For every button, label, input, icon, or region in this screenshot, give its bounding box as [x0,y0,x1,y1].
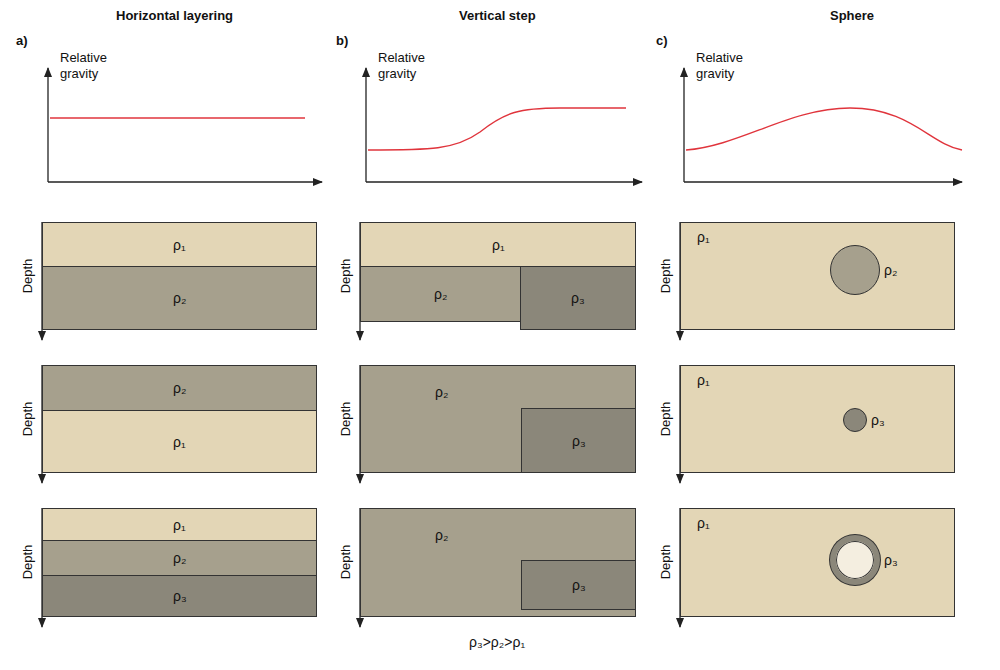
host-rock: ρ₁ ρ₃ [680,508,955,617]
density-label: ρ₃ [173,588,187,604]
panel-letter: c) [656,33,668,49]
density-label: ρ₁ [173,237,186,253]
column-title: Vertical step [459,8,536,24]
density-relation: ρ₃>ρ₂>ρ₁ [469,634,525,650]
host-rock: ρ₂ ρ₃ [360,365,636,473]
spherical-shell: ρ₃ [830,535,880,585]
density-label: ρ₁ [697,515,710,531]
sphere-body: ρ₂ [830,245,880,295]
density-label: ρ₁ [492,237,505,253]
layer-band: ρ₂ [42,266,317,330]
column-title: Horizontal layering [116,8,233,24]
layer-band: ρ₁ [42,508,317,541]
layer-band: ρ₂ [42,540,317,576]
sphere-body: ρ₃ [843,408,867,432]
axis-label: Depth [658,402,674,437]
host-rock: ρ₂ ρ₃ [360,508,636,617]
axis-label: Depth [20,259,36,294]
density-label: ρ₃ [572,433,586,449]
host-rock: ρ₁ ρ₃ [680,365,955,473]
panel-letter: a) [16,33,28,49]
column-title: Sphere [830,8,874,24]
axis-label: Relative gravity [696,50,758,82]
density-label: ρ₂ [435,527,448,543]
density-label: ρ₃ [871,412,885,428]
layer-band: ρ₃ [42,575,317,617]
axis-label: Depth [20,545,36,580]
density-label: ρ₂ [173,290,186,306]
layer-band: ρ₁ [360,222,636,267]
density-label: ρ₂ [435,384,448,400]
axis-label: Depth [658,545,674,580]
host-rock: ρ₁ ρ₂ [680,222,955,330]
density-label: ρ₁ [173,434,186,450]
panel-letter: b) [336,33,348,49]
layer-band: ρ₁ [42,410,317,473]
density-label: ρ₃ [884,552,898,568]
axis-label: Relative gravity [378,50,440,82]
density-label: ρ₁ [173,517,186,533]
step-block: ρ₃ [521,560,636,610]
layer-band: ρ₁ [42,222,317,267]
density-label: ρ₂ [434,286,447,302]
density-label: ρ₁ [697,229,710,245]
density-label: ρ₂ [884,262,897,278]
step-block: ρ₂ [360,266,521,322]
axis-label: Depth [338,402,354,437]
density-label: ρ₁ [697,372,710,388]
axis-label: Depth [658,259,674,294]
axis-label: Depth [338,259,354,294]
density-label: ρ₃ [572,577,586,593]
axis-label: Depth [338,545,354,580]
density-label: ρ₂ [173,550,186,566]
axis-label: Relative gravity [60,50,122,82]
axis-label: Depth [20,402,36,437]
layer-band: ρ₂ [42,365,317,411]
density-label: ρ₃ [571,290,585,306]
density-label: ρ₂ [173,380,186,396]
step-block: ρ₃ [521,408,636,473]
step-block: ρ₃ [520,266,636,330]
